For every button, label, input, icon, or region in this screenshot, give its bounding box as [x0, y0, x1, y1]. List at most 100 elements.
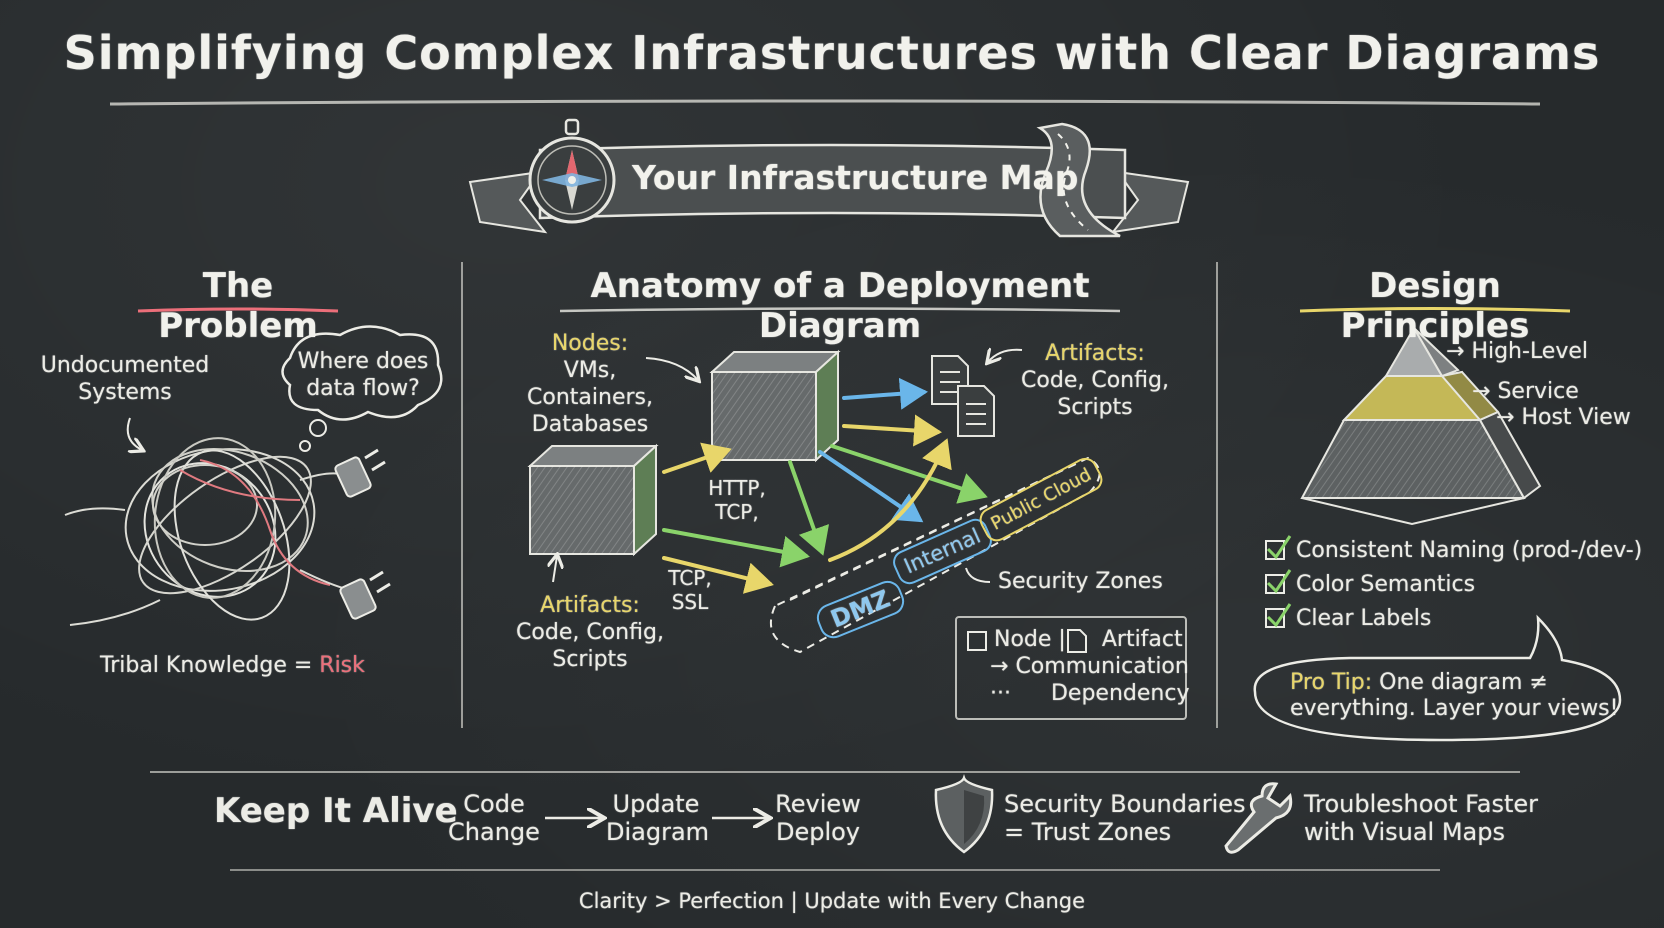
artifacts-bottom-line-1: Code, Config, [516, 620, 664, 645]
artifacts-bottom-line-2: Scripts [552, 647, 628, 672]
communication-arrows [662, 377, 988, 594]
pyramid-level-2: Service [1497, 379, 1579, 404]
problem-underline [137, 307, 339, 313]
wrench-icon [1224, 782, 1293, 854]
ssl-label: SSL [671, 590, 709, 614]
legend-communication-label: Communication [1015, 654, 1189, 679]
pro-tip-text: Pro Tip: One diagram ≠ everything. Layer… [1290, 670, 1618, 722]
tangled-cables-icon [64, 437, 391, 626]
page-title: Simplifying Complex Infrastructures with… [63, 26, 1601, 80]
checklist-item: Color Semantics [1296, 572, 1476, 597]
security-zones-pointer [965, 567, 991, 583]
risk-label: Risk [319, 653, 365, 678]
step-review-deploy: Review Deploy [772, 790, 864, 846]
artifacts-top-line-1: Code, Config, [1021, 368, 1169, 393]
nodes-pointer-arrow [645, 357, 698, 380]
title-underline [109, 99, 1541, 106]
legend-artifact-label: Artifact [1101, 627, 1183, 652]
nodes-line-1: VMs, [563, 358, 617, 383]
node-cube-top [709, 349, 841, 463]
nodes-line-3: Databases [531, 412, 649, 437]
anatomy-heading: Anatomy of a Deployment Diagram [590, 266, 1090, 346]
banner-label: Your Infrastructure Map [632, 158, 1079, 197]
security-line-2: = Trust Zones [1004, 818, 1172, 846]
legend-dependency-symbol: ··· [990, 681, 1011, 706]
anatomy-underline [559, 307, 1121, 313]
legend-communication-symbol: → [990, 654, 1009, 679]
legend-node-symbol [967, 631, 987, 651]
compass-icon [528, 118, 616, 224]
nodes-label: Nodes: [551, 331, 629, 356]
pyramid-level-3: Host View [1521, 405, 1631, 430]
security-boundaries-text: Security Boundaries = Trust Zones [1004, 790, 1246, 846]
undocumented-line-2: Systems [78, 380, 172, 405]
undocumented-label: Undocumented Systems [40, 352, 210, 406]
shield-icon [934, 774, 994, 854]
step-code-change: Code Change [448, 790, 540, 846]
thought-bubble [281, 325, 443, 452]
checklist-item: Consistent Naming (prod-/dev-) [1296, 538, 1643, 563]
footer-motto: Clarity > Perfection | Update with Every… [578, 889, 1086, 913]
pyramid-level-high: → High-Level [1446, 338, 1588, 365]
step-1-line-2: Change [448, 818, 540, 846]
tribal-knowledge-text: Tribal Knowledge = Risk [100, 652, 365, 679]
step-2-line-2: Diagram [606, 818, 710, 846]
pyramid-arrow-1: → [1446, 339, 1465, 364]
pro-tip-bubble [1253, 614, 1622, 742]
checkbox-icons [1265, 535, 1292, 628]
winding-road-icon [1036, 122, 1121, 238]
http-label: HTTP, [708, 476, 766, 500]
troubleshoot-text: Troubleshoot Faster with Visual Maps [1304, 790, 1538, 846]
artifacts-top-line-2: Scripts [1057, 395, 1133, 420]
step-3-line-1: Review [775, 790, 861, 818]
thought-line-1: Where does [297, 349, 429, 374]
thought-bubble-text: Where does data flow? [288, 348, 438, 402]
tcp-label-2: TCP, [668, 566, 712, 590]
nodes-label-block: Nodes: VMs, Containers, Databases [520, 330, 660, 438]
step-1-line-1: Code [463, 790, 525, 818]
security-line-1: Security Boundaries [1004, 790, 1246, 818]
step-2-line-1: Update [612, 790, 700, 818]
tribal-knowledge-prefix: Tribal Knowledge = [100, 653, 313, 678]
artifacts-top-block: Artifacts: Code, Config, Scripts [1010, 340, 1180, 421]
ribbon-banner [468, 143, 1190, 234]
pyramid-icon [1300, 326, 1542, 526]
artifacts-bottom-label: Artifacts: [540, 593, 640, 618]
artifacts-pointer-arrow [988, 350, 1023, 362]
legend-row-1: Node | Artifact [994, 626, 1183, 653]
troubleshoot-line-2: with Visual Maps [1304, 818, 1505, 846]
legend-row-2: → Communication [990, 653, 1189, 680]
undocumented-line-1: Undocumented [40, 353, 210, 378]
keep-it-alive-label: Keep It Alive [214, 791, 458, 831]
pyramid-arrow-2: → [1472, 379, 1491, 404]
thought-line-2: data flow? [306, 376, 420, 401]
legend-separator: | [1058, 627, 1066, 652]
pyramid-level-1: High-Level [1471, 339, 1589, 364]
pyramid-arrow-3: → [1496, 405, 1515, 430]
step-3-line-2: Deploy [775, 818, 861, 846]
troubleshoot-line-1: Troubleshoot Faster [1304, 790, 1539, 818]
undocumented-arrow [126, 417, 142, 450]
artifacts-top-label: Artifacts: [1045, 341, 1145, 366]
pro-tip-line-2: everything. Layer your views! [1290, 696, 1619, 721]
pro-tip-label: Pro Tip: [1290, 670, 1373, 695]
artifacts-bottom-block: Artifacts: Code, Config, Scripts [510, 592, 670, 673]
legend-box [955, 616, 1187, 720]
pyramid-level-service: → Service [1472, 378, 1579, 405]
step-update-diagram: Update Diagram [606, 790, 710, 846]
pyramid-level-host: → Host View [1496, 404, 1631, 431]
http-tcp-label: HTTP, TCP, [702, 476, 772, 524]
tcp-ssl-label: TCP, SSL [662, 566, 718, 614]
legend-dependency-label: Dependency [1050, 681, 1190, 706]
checklist-item: Clear Labels [1296, 606, 1432, 631]
legend-row-3: ··· Dependency [990, 680, 1189, 707]
principles-underline [1299, 307, 1571, 313]
problem-heading: The Problem [158, 266, 318, 346]
tcp-label: TCP, [715, 500, 759, 524]
security-zones-outline [770, 456, 1101, 654]
artifact-documents-icon [931, 355, 995, 437]
legend-artifact-symbol [1067, 629, 1087, 653]
artifacts-bottom-pointer-arrow [553, 556, 557, 583]
